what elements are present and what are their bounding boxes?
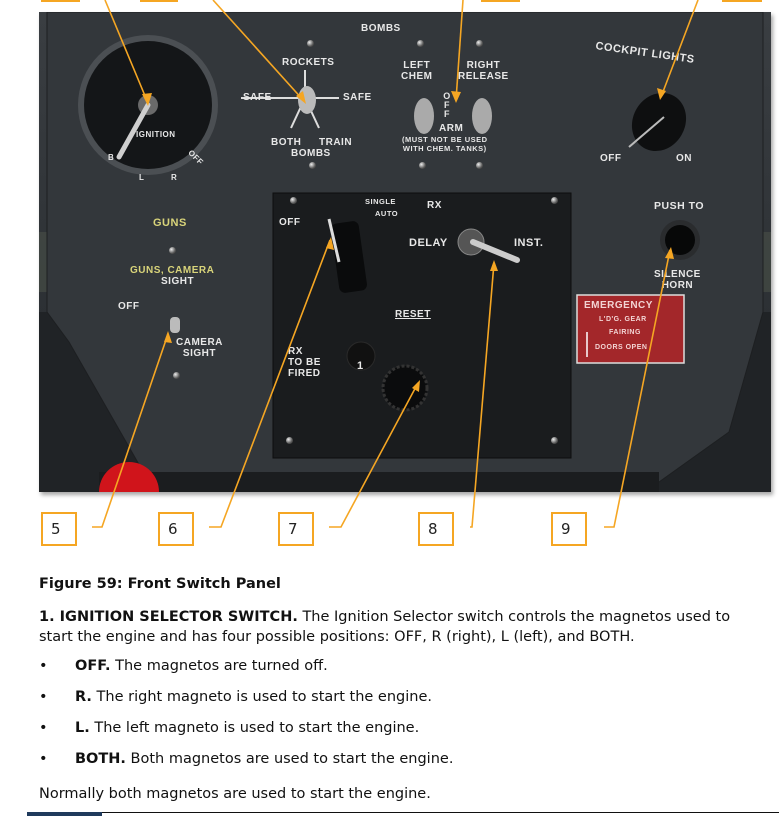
leader-line-8: [470, 262, 495, 528]
leader-line-1: [104, 0, 149, 104]
callout-5: 5: [41, 512, 77, 546]
leader-line-9: [604, 249, 671, 528]
screw: [551, 197, 558, 204]
callout-box-2: [140, 0, 178, 2]
bullet-icon: •: [39, 689, 48, 705]
callout-box-1: [41, 0, 80, 2]
label-delay: DELAY: [409, 237, 448, 249]
leader-line-7: [329, 382, 419, 528]
bullet-term: OFF.: [75, 658, 111, 674]
label-both: BOTH: [271, 137, 302, 148]
label-push-to: PUSH TO: [654, 200, 704, 212]
label-guns: GUNS: [153, 217, 187, 229]
callout-box-3: [481, 0, 520, 2]
label-sight: SIGHT: [161, 276, 195, 287]
placard-ldg-gear: L'D'G. GEAR: [599, 316, 647, 323]
label-rx-off: OFF: [279, 217, 301, 228]
leader-line-2: [212, 0, 305, 102]
label-ign-l: L: [139, 173, 145, 182]
label-ign-both: B: [108, 153, 115, 162]
label-silence-horn: SILENCE HORN: [654, 269, 701, 291]
front-switch-panel-image: BOMBS ROCKETS SAFE SAFE BOTH TRAIN BOMBS…: [39, 12, 771, 492]
screw: [169, 247, 176, 254]
placard-fairing: FAIRING: [609, 329, 641, 336]
leader-line-5: [92, 333, 169, 528]
callout-6: 6: [158, 512, 194, 546]
label-inst: INST.: [514, 237, 544, 249]
label-guns-off: OFF: [118, 301, 140, 312]
screw: [307, 40, 314, 47]
screw: [290, 197, 297, 204]
figure-caption: Figure 59: Front Switch Panel: [39, 576, 281, 592]
placard-emergency: EMERGENCY: [584, 300, 653, 311]
label-reset: RESET: [395, 309, 431, 320]
label-must-not-be-used: (MUST NOT BE USED WITH CHEM. TANKS): [402, 135, 488, 153]
rx-counter: 1: [357, 360, 364, 372]
label-bombs-bottom: BOMBS: [291, 148, 331, 159]
label-rockets: ROCKETS: [282, 57, 335, 68]
footer-note: Normally both magnetos are used to start…: [39, 786, 431, 802]
bullet-term: BOTH.: [75, 751, 126, 767]
callout-box-4: [722, 0, 762, 2]
label-rx-to-be-fired: RX TO BE FIRED: [288, 346, 321, 379]
screw: [476, 40, 483, 47]
screw: [417, 40, 424, 47]
bullet-icon: •: [39, 720, 48, 736]
bullet-text: The magnetos are turned off.: [110, 658, 328, 674]
leader-line-3: [455, 0, 464, 101]
label-off-vertical: OFF: [443, 91, 451, 119]
label-left-chem: LEFT CHEM: [401, 60, 433, 82]
callout-7: 7: [278, 512, 314, 546]
leader-line-6: [209, 239, 331, 528]
label-guns-camera: GUNS, CAMERA: [130, 265, 215, 276]
bullet-term: R.: [75, 689, 92, 705]
section-body: The Ignition Selector switch controls th…: [39, 609, 731, 645]
screw: [551, 437, 558, 444]
label-ign-r: R: [171, 173, 178, 182]
screw: [173, 372, 180, 379]
label-camera-sight: CAMERA SIGHT: [176, 337, 223, 359]
bullet-icon: •: [39, 751, 48, 767]
bullet-text: The left magneto is used to start the en…: [89, 720, 420, 736]
label-ignition: IGNITION: [136, 130, 176, 139]
label-safe-left: SAFE: [243, 92, 272, 103]
callout-leader-lines: [92, 0, 699, 528]
screw: [309, 162, 316, 169]
callout-8: 8: [418, 512, 454, 546]
label-right-release: RIGHT RELEASE: [458, 60, 509, 82]
screw: [476, 162, 483, 169]
bullet-term: L.: [75, 720, 90, 736]
guns-camera-toggle[interactable]: [170, 317, 180, 333]
label-lights-on: ON: [676, 153, 692, 164]
label-safe-right: SAFE: [343, 92, 372, 103]
label-bombs: BOMBS: [361, 23, 401, 34]
bullet-icon: •: [39, 658, 48, 674]
placard-doors-open: DOORS OPEN: [595, 344, 648, 351]
callout-9: 9: [551, 512, 587, 546]
section-paragraph: 1. IGNITION SELECTOR SWITCH. The Ignitio…: [39, 607, 759, 647]
bullet-text: The right magneto is used to start the e…: [91, 689, 432, 705]
label-single: SINGLE: [365, 197, 396, 206]
screw: [419, 162, 426, 169]
footer-rule: [102, 812, 779, 813]
label-auto: AUTO: [375, 209, 399, 218]
label-rx: RX: [427, 200, 442, 211]
footer-accent-bar: [27, 812, 102, 816]
section-heading: 1. IGNITION SELECTOR SWITCH.: [39, 609, 298, 625]
leader-line-4: [660, 0, 699, 98]
screw: [286, 437, 293, 444]
label-lights-off: OFF: [600, 153, 622, 164]
bullet-text: Both magnetos are used to start the engi…: [125, 751, 454, 767]
label-train: TRAIN: [319, 137, 353, 148]
label-arm: ARM: [439, 123, 464, 134]
